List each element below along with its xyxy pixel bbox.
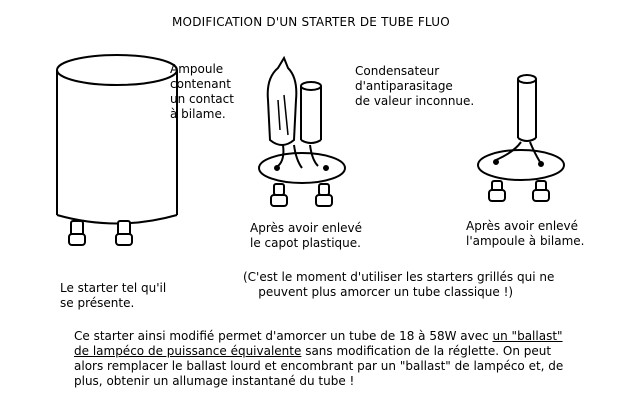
starter-capacitor-figure <box>477 74 565 202</box>
starter-open-figure <box>258 55 346 207</box>
starter-cylinder-figure <box>56 54 178 246</box>
explanation-paragraph: Ce starter ainsi modifié permet d'amorce… <box>74 329 564 388</box>
page-title: MODIFICATION D'UN STARTER DE TUBE FLUO <box>172 15 450 29</box>
note-text: (C'est le moment d'utiliser les starters… <box>243 270 555 299</box>
